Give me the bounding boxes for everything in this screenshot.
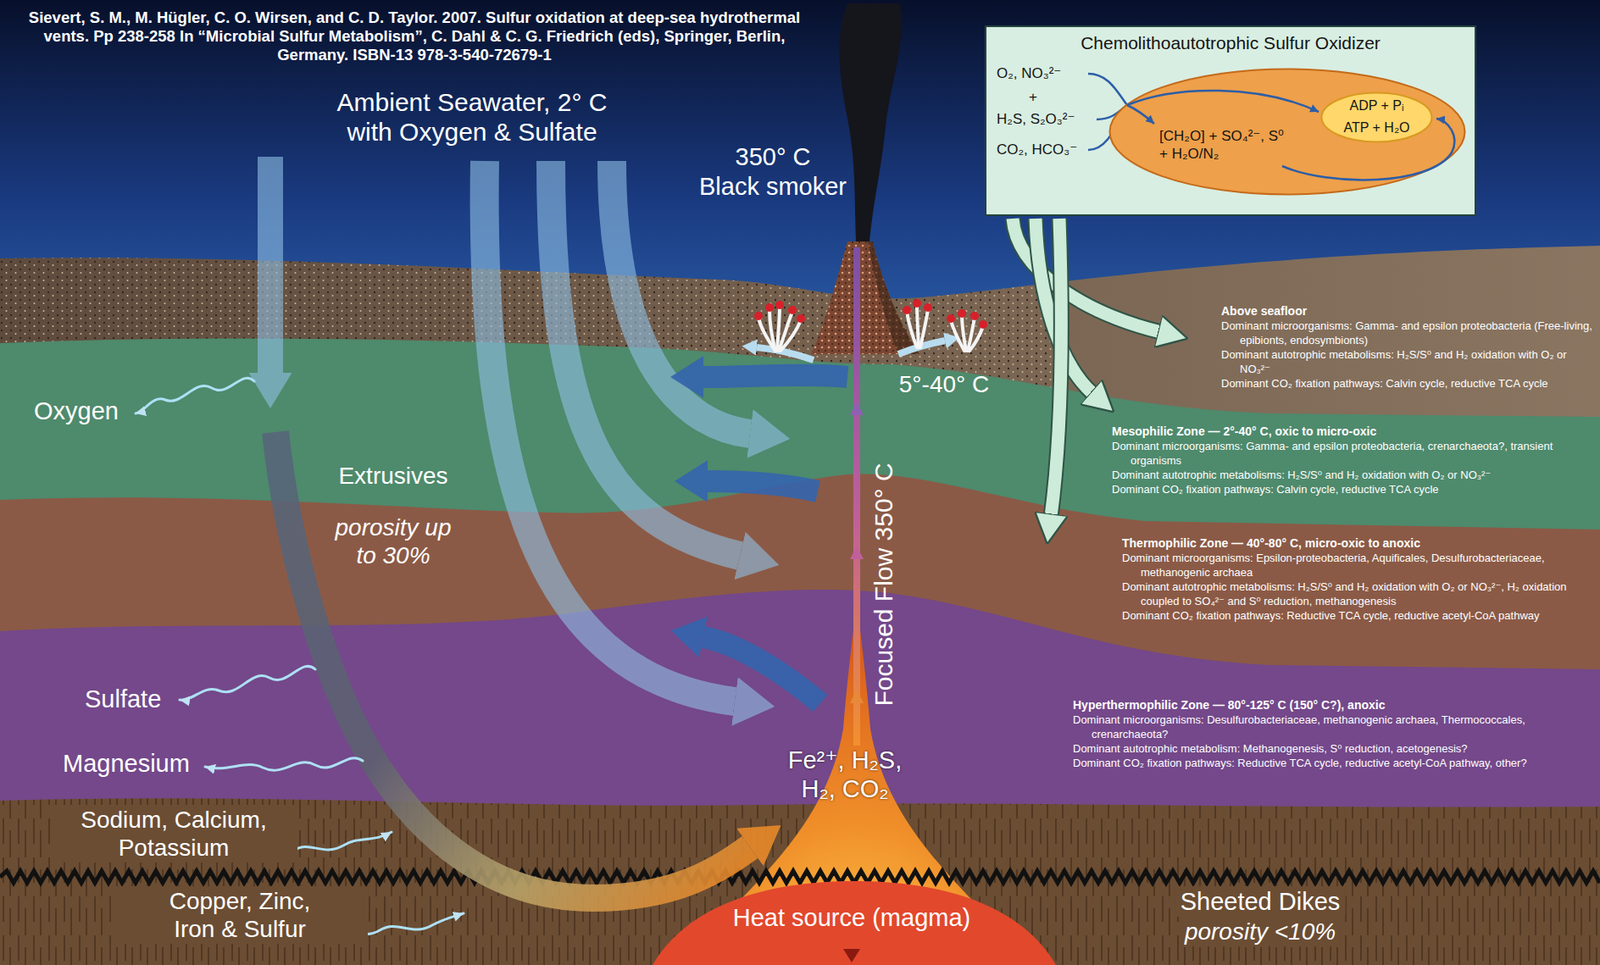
reactant-text: H₂S, S₂O₃²⁻: [996, 110, 1075, 128]
reactant-text: CO₂, HCO₃⁻: [996, 140, 1078, 159]
porosity-label: porosity up to 30%: [325, 513, 462, 570]
zone-heading: Above seafloor: [1221, 303, 1595, 319]
zone-detail: Dominant CO₂ fixation pathways: Calvin c…: [1111, 482, 1594, 497]
zone-detail: Dominant autotrophic metabolisms: H₂S/S⁰…: [1122, 579, 1595, 609]
inset-box: Chemolithoautotrophic Sulfur OxidizerO₂,…: [984, 25, 1477, 217]
vent-label: Black smoker: [679, 172, 867, 201]
reactant-text: O₂, NO₃²⁻: [996, 64, 1062, 83]
zone-detail: Dominant microorganisms: Desulfurobacter…: [1072, 712, 1595, 742]
chemical-label: Copper, Zinc, Iron & Sulfur: [111, 886, 368, 945]
flow-label: Focused Flow 350° C: [868, 462, 899, 706]
zone-detail: Dominant microorganisms: Gamma- and epsi…: [1111, 438, 1594, 468]
zone-detail: Dominant CO₂ fixation pathways: Reductiv…: [1072, 755, 1595, 771]
zone-detail: Dominant microorganisms: Epsilon-proteob…: [1122, 550, 1595, 580]
chemical-label: Fe²⁺, H₂S, H₂, CO₂: [772, 745, 917, 804]
zone-text-block: Above seafloorDominant microorganisms: G…: [1221, 303, 1595, 391]
zone-detail: Dominant autotrophic metabolism: Methano…: [1072, 741, 1595, 756]
temperature-label: 350° C: [679, 142, 867, 172]
atp-text: ATP + H₂O: [1343, 119, 1410, 137]
rock-label: Sheeted Dikes: [1175, 886, 1346, 917]
inset-heading: Chemolithoautotrophic Sulfur Oxidizer: [1080, 32, 1381, 55]
plus-sign: +: [1028, 88, 1038, 106]
porosity-label: porosity <10%: [1179, 916, 1341, 947]
zone-detail: Dominant microorganisms: Gamma- and epsi…: [1221, 318, 1595, 348]
magma-label: Heat source (magma): [716, 903, 988, 933]
zone-heading: Hyperthermophilic Zone — 80°-125° C (150…: [1072, 697, 1595, 713]
atp-text: ADP + Pᵢ: [1349, 97, 1404, 115]
zone-detail: Dominant autotrophic metabolisms: H₂S/S⁰…: [1111, 467, 1594, 483]
zone-text-block: Thermophilic Zone — 40°-80° C, micro-oxi…: [1122, 535, 1595, 623]
chemical-label: Sodium, Calcium, Potassium: [50, 805, 298, 863]
citation-text: Sievert, S. M., M. Hügler, C. O. Wirsen,…: [11, 8, 817, 66]
temperature-label: 5°-40° C: [880, 370, 1008, 399]
zone-heading: Thermophilic Zone — 40°-80° C, micro-oxi…: [1122, 535, 1595, 551]
atp-oval: ADP + Pᵢ ATP + H₂O: [1320, 91, 1434, 144]
chemical-label: Sulfate: [84, 684, 162, 714]
chemical-label: Magnesium: [62, 749, 190, 778]
cell-ellipse: [CH₂O] + SO₄²⁻, S⁰ + H₂O/N₂ ADP + Pᵢ ATP +…: [1108, 67, 1467, 196]
zone-heading: Mesophilic Zone — 2°-40° C, oxic to micr…: [1111, 423, 1594, 439]
zone-detail: Dominant CO₂ fixation pathways: Calvin c…: [1221, 376, 1595, 391]
product-text: [CH₂O] + SO₄²⁻, S⁰ + H₂O/N₂: [1159, 127, 1295, 164]
zone-detail: Dominant autotrophic metabolisms: H₂S/S⁰…: [1221, 347, 1595, 377]
rock-label: Extrusives: [316, 461, 470, 490]
chemical-label: Oxygen: [33, 396, 119, 426]
zone-text-block: Hyperthermophilic Zone — 80°-125° C (150…: [1072, 697, 1595, 771]
zone-detail: Dominant CO₂ fixation pathways: Reductiv…: [1122, 608, 1595, 623]
water-label: Ambient Seawater, 2° C with Oxygen & Sul…: [311, 87, 634, 148]
zone-text-block: Mesophilic Zone — 2°-40° C, oxic to micr…: [1111, 423, 1594, 497]
